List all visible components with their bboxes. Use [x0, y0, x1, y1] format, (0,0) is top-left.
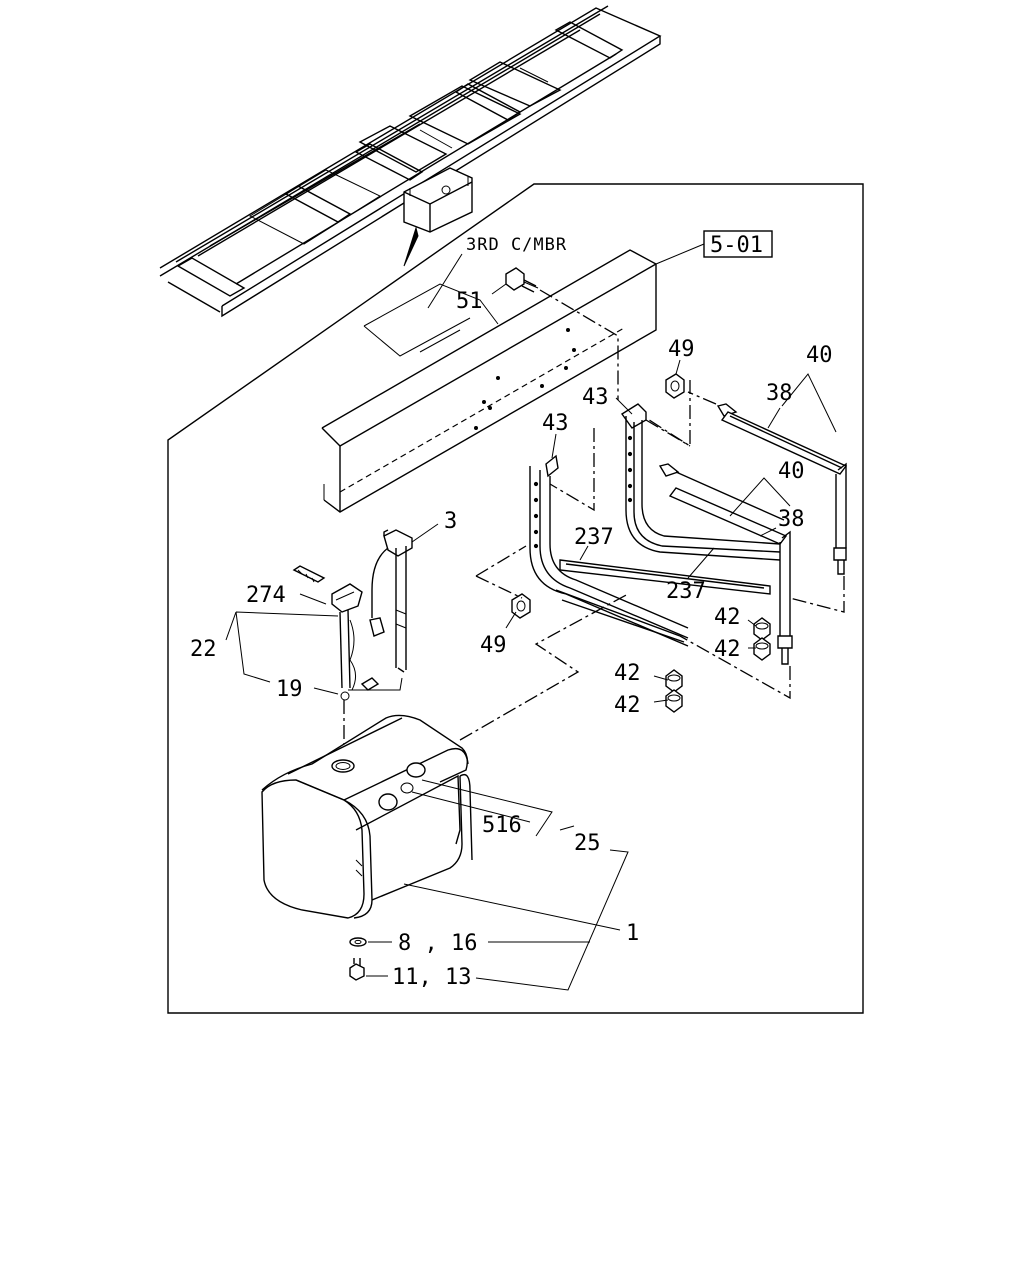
- label-42-c: 42: [614, 661, 641, 686]
- bolt-11-13: [349, 958, 365, 981]
- centerline-49-low-b: [475, 575, 523, 599]
- leader-38-top: [767, 407, 781, 429]
- centerline-tank-bracket: [459, 593, 629, 741]
- rail-bolt-holes: [474, 328, 576, 430]
- centerline-strap-bottom: [789, 576, 845, 613]
- label-22: 22: [190, 637, 217, 662]
- label-25: 25: [574, 831, 601, 856]
- leader-516: [411, 779, 553, 837]
- centerline-strap-bottom-b: [679, 635, 791, 700]
- label-42-a: 42: [714, 605, 741, 630]
- nut-49-low: [511, 593, 531, 619]
- sender-unit-3: [369, 529, 413, 673]
- nut-49-top: [665, 373, 685, 399]
- leader-42-a: [747, 619, 757, 627]
- nut-42-b: [753, 637, 771, 661]
- label-11-13: 11, 13: [392, 965, 471, 990]
- bracket-43-left: [529, 454, 689, 647]
- leader-38-mid: [759, 527, 777, 537]
- leader-3: [411, 523, 439, 543]
- label-516: 516: [482, 813, 522, 838]
- frame-rail: [321, 249, 657, 513]
- bracket-43-right: [620, 403, 781, 561]
- label-42-d: 42: [614, 693, 641, 718]
- label-49-low: 49: [480, 633, 507, 658]
- leader-237-a: [579, 545, 589, 561]
- label-49-top: 49: [668, 337, 695, 362]
- label-43-right: 43: [582, 385, 609, 410]
- label-43-left: 43: [542, 411, 569, 436]
- nut-42-c: [665, 669, 683, 693]
- label-19: 19: [276, 677, 303, 702]
- truck-chassis: [159, 5, 662, 318]
- leader-25: [559, 825, 575, 831]
- centerline-strap-mid: [549, 428, 595, 512]
- strap-38-upper: [716, 403, 848, 575]
- nut-42-a: [753, 617, 771, 641]
- centerline-49-low: [475, 545, 527, 577]
- bolt-51: [505, 267, 539, 293]
- label-40-mid: 40: [778, 459, 805, 484]
- washer-8-16: [349, 937, 367, 947]
- leader-19: [313, 687, 339, 695]
- label-8-16: 8 , 16: [398, 931, 477, 956]
- reference-box-label: 5-01: [710, 233, 763, 258]
- leader-40-mid: [729, 477, 791, 517]
- label-38-mid: 38: [778, 507, 805, 532]
- leader-1: [403, 883, 621, 931]
- gauge-unit-22: [292, 565, 380, 701]
- centerline-strap-mid-b: [645, 419, 691, 447]
- label-51: 51: [456, 289, 483, 314]
- bracket-22: [225, 611, 339, 683]
- centerline-51: [539, 289, 619, 400]
- label-1: 1: [626, 921, 639, 946]
- strap-38-middle: [658, 463, 793, 665]
- label-42-b: 42: [714, 637, 741, 662]
- leader-43-right: [615, 397, 633, 415]
- nut-42-d: [665, 689, 683, 713]
- label-38-top: 38: [766, 381, 793, 406]
- label-40-top: 40: [806, 343, 833, 368]
- leader-reference: [655, 243, 705, 265]
- leader-274: [299, 593, 327, 605]
- leader-43-left: [551, 433, 557, 459]
- leader-cross-member: [427, 253, 463, 309]
- cross-member-note: 3RD C/MBR: [466, 235, 567, 255]
- leader-19-bracket: [348, 677, 403, 691]
- leader-49-low: [505, 611, 517, 629]
- strap-237-pieces: [555, 559, 771, 643]
- fuel-tank-1: [261, 714, 473, 919]
- detail-frame: [167, 183, 864, 1014]
- centerline-49-top: [645, 380, 691, 448]
- leader-40-top: [781, 373, 837, 433]
- leader-42-c: [653, 675, 669, 681]
- leader-51: [491, 283, 507, 295]
- reference-box: 5-01: [703, 230, 773, 258]
- leader-49-top: [675, 359, 681, 375]
- bracket-25: [475, 849, 629, 991]
- label-3: 3: [444, 509, 457, 534]
- leader-237-b: [687, 547, 715, 579]
- centerline-strap-top: [687, 391, 717, 405]
- label-274: 274: [246, 583, 286, 608]
- leader-42-d: [653, 699, 669, 703]
- label-237-b: 237: [666, 579, 706, 604]
- label-237-a: 237: [574, 525, 614, 550]
